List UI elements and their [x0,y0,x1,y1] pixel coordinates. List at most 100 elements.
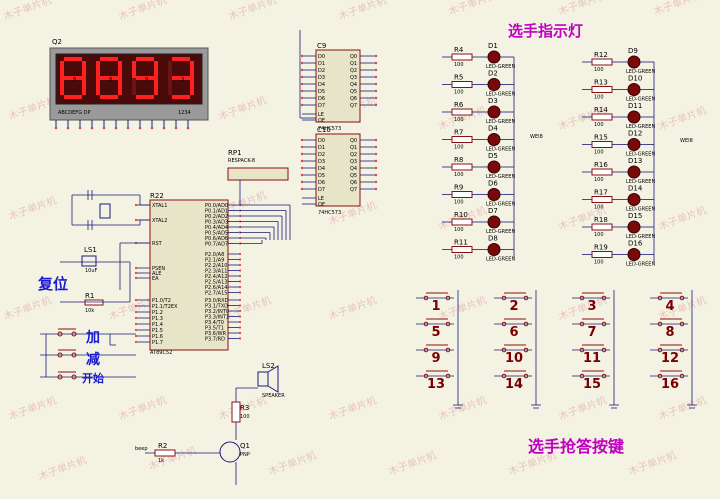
key-13-label[interactable]: 13 [427,377,445,392]
push-button-contact[interactable] [71,374,77,380]
key-contact[interactable] [579,295,585,301]
key-8-label[interactable]: 8 [665,325,674,340]
key-contact[interactable] [423,347,429,353]
key-contact[interactable] [501,373,507,379]
key-contact[interactable] [423,321,429,327]
led-type: LED-GREEN [486,174,515,180]
key-contact[interactable] [657,373,663,379]
mcu-pin-label: P2.6/A14 [205,285,227,291]
key-1-label[interactable]: 1 [431,299,440,314]
led-D16 [627,248,641,261]
pin-label: Q2 [350,152,357,158]
display-digit-1: 8 [60,57,86,99]
key-contact[interactable] [601,373,607,379]
reset-cap [81,255,97,267]
led-res-R16 [591,168,613,176]
led-res-ref: R5 [454,74,463,82]
key-contact[interactable] [445,295,451,301]
key-contact[interactable] [679,347,685,353]
push-button-contact[interactable] [71,352,77,358]
display-digit-3: 9 [132,57,158,99]
key-contact[interactable] [679,321,685,327]
key-contact[interactable] [523,373,529,379]
pin-label: D3 [318,75,325,81]
key-contact[interactable] [601,321,607,327]
key-contact[interactable] [523,295,529,301]
key-2-label[interactable]: 2 [509,299,518,314]
segment-f [96,61,100,78]
pin-label: Q1 [350,145,357,151]
reset-res [84,299,104,306]
pin-label: LE [318,196,324,202]
key-contact[interactable] [501,321,507,327]
push-button-contact[interactable] [57,374,63,380]
key-contact[interactable] [657,347,663,353]
led-type: LED-GREEN [486,147,515,153]
pin-label: D4 [318,82,325,88]
key-5-label[interactable]: 5 [431,325,440,340]
key-16-label[interactable]: 16 [661,377,679,392]
key-contact[interactable] [657,321,663,327]
led-res-ref: R15 [594,134,608,142]
key-10-label[interactable]: 10 [505,351,523,366]
key-contact[interactable] [423,373,429,379]
key-contact[interactable] [679,295,685,301]
led-type: LED-GREEN [626,69,655,75]
key-contact[interactable] [445,321,451,327]
segment-e [132,78,136,95]
watermark-text: 木子单片机 [652,0,703,18]
mcu-pin-label: XTAL1 [152,203,167,209]
key-contact[interactable] [501,295,507,301]
led-res-R8 [451,163,473,171]
watermark-text: 木子单片机 [657,204,708,233]
key-9-label[interactable]: 9 [431,351,440,366]
push-button-contact[interactable] [57,331,63,337]
led-res-R6 [451,108,473,116]
transistor-type: PNP [240,452,250,458]
respack-ref: RP1 [228,149,242,157]
digit-value: 3 [181,77,184,83]
latch-C10 [315,133,361,207]
led-ref: D10 [628,75,642,83]
display-digit-pins: 1234 [178,110,191,116]
key-contact[interactable] [601,295,607,301]
led-ref: D12 [628,130,642,138]
key-3-label[interactable]: 3 [587,299,596,314]
key-contact[interactable] [501,347,507,353]
key-contact[interactable] [423,295,429,301]
key-contact[interactable] [445,373,451,379]
led-res-ref: R11 [454,239,468,247]
push-button-contact[interactable] [71,331,77,337]
led-type: LED-GREEN [626,262,655,268]
pin-label: Q5 [350,173,357,179]
display-seg-label: ABCDEFG DP [58,110,90,116]
key-contact[interactable] [579,373,585,379]
key-14-label[interactable]: 14 [505,377,523,392]
watermark-text: 木子单片机 [447,0,498,18]
key-15-label[interactable]: 15 [583,377,601,392]
key-12-label[interactable]: 12 [661,351,679,366]
led-res-val: 100 [454,200,464,206]
key-4-label[interactable]: 4 [665,299,674,314]
key-6-label[interactable]: 6 [509,325,518,340]
mcu-pin-label: P1.0/T2 [152,298,171,304]
watermark-text: 木子单片机 [147,444,198,473]
key-7-label[interactable]: 7 [587,325,596,340]
push-button-contact[interactable] [57,352,63,358]
key-11-label[interactable]: 11 [583,351,601,366]
key-contact[interactable] [523,347,529,353]
led-type: LED-GREEN [486,257,515,263]
key-contact[interactable] [679,373,685,379]
key-contact[interactable] [579,347,585,353]
led-res-val: 100 [594,67,604,73]
key-contact[interactable] [657,295,663,301]
key-contact[interactable] [601,347,607,353]
digit-value: 9 [145,77,148,83]
led-res-val: 100 [594,232,604,238]
segment-f [132,61,136,78]
led-D3 [487,105,501,119]
key-contact[interactable] [579,321,585,327]
key-contact[interactable] [523,321,529,327]
key-contact[interactable] [445,347,451,353]
